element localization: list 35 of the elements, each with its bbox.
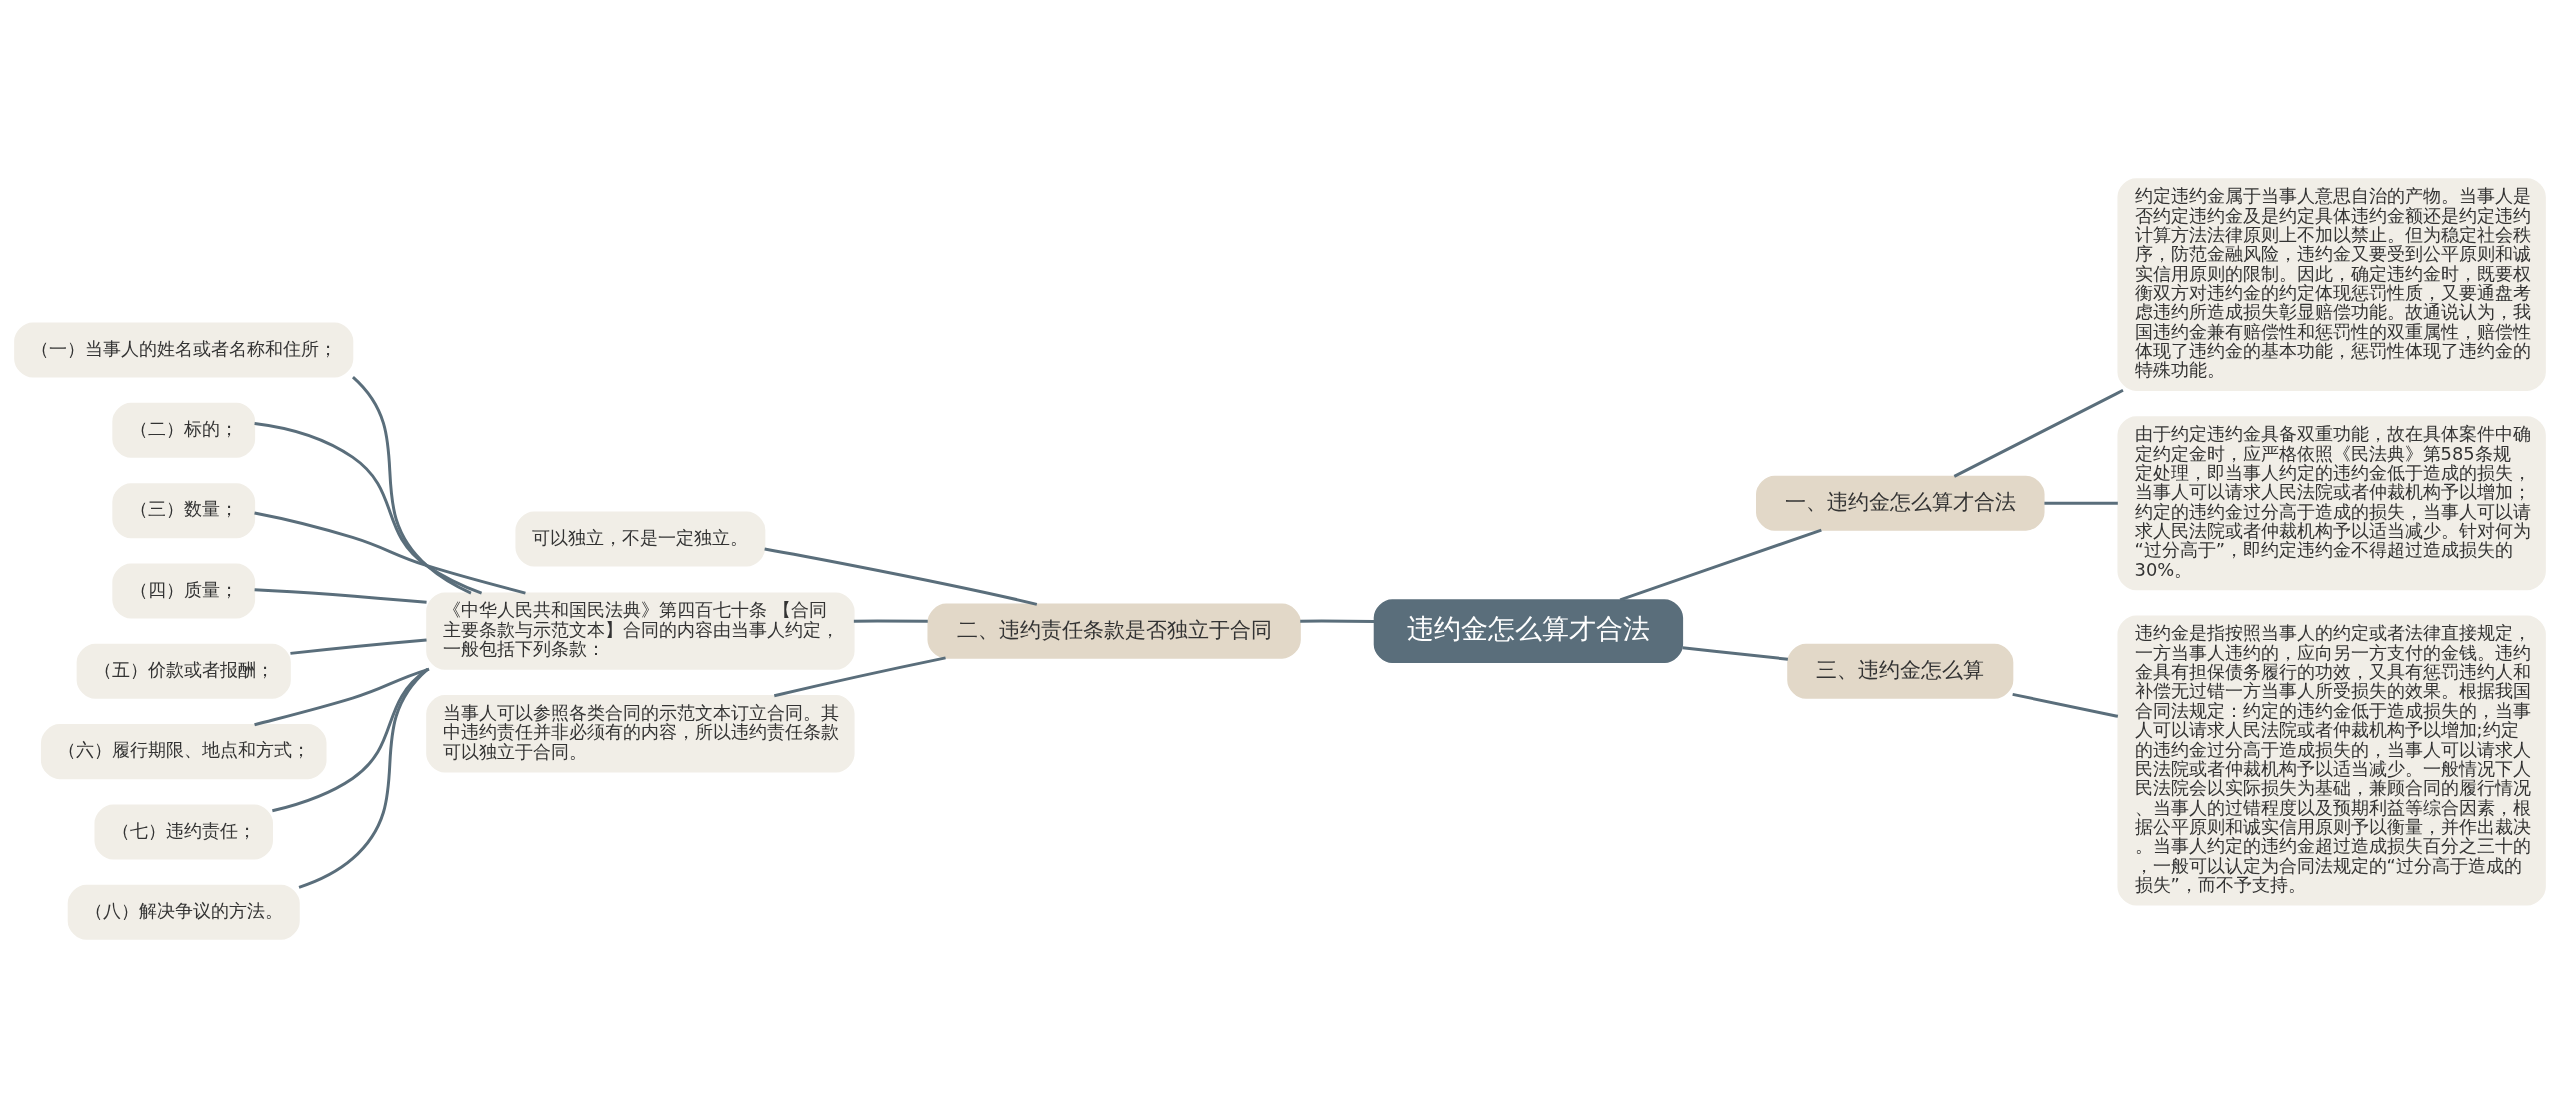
node-box: 违约金怎么算才合法 bbox=[1373, 598, 1684, 663]
connector bbox=[298, 667, 429, 889]
connector bbox=[773, 655, 946, 697]
node-box: （二）标的； bbox=[112, 402, 256, 458]
node-box: 当事人可以参照各类合同的示范文本订立合同。其中违约责任并非必须有的内容，所以违约责任条款可以独立于合同。 bbox=[426, 694, 855, 772]
connector bbox=[254, 587, 427, 604]
connector bbox=[2012, 692, 2119, 718]
connector bbox=[351, 375, 472, 594]
node-box: （一）当事人的姓名或者名称和住所； bbox=[14, 322, 354, 378]
connector bbox=[290, 637, 427, 655]
connector bbox=[272, 667, 429, 812]
node-box: （四）质量； bbox=[112, 562, 256, 618]
node-box: 一、违约金怎么算才合法 bbox=[1756, 475, 2045, 531]
node-box: （七）违约责任； bbox=[94, 803, 273, 859]
connector bbox=[1682, 645, 1789, 661]
node-box: 二、违约责任条款是否独立于合同 bbox=[927, 603, 1301, 659]
connector bbox=[1300, 619, 1375, 623]
node-box: 违约金是指按照当事人的约定或者法律直接规定，一方当事人违约的，应向另一方支付的金钱。违约金具有担保债务履行的功效，又具有惩罚违约人和补偿无过错一方当事人所受损失的效果。根据我国合同法规定：约定的违约金低于造成损失的，当事人可以请求人民法院或者仲裁机构予以增加;约定的违约金过分高于造成损失的，当事人可以请求人民法院或者仲裁机构予以适当减少。一般情况下人民法院会以实际损失为基础，兼顾合同的履行情况、当事人的过错程度以及预期利益等综合因素，根据公平原则和诚实信用原则予以衡量，并作出裁决。当事人约定的违约金超过造成损失百分之三十的，一般可以认定为合同法规定的“过分高于造成的损失”，而不予支持。 bbox=[2117, 615, 2546, 906]
connector bbox=[254, 667, 430, 726]
node-box: 可以独立，不是一定独立。 bbox=[515, 510, 766, 566]
connector bbox=[853, 619, 928, 623]
connector bbox=[1953, 388, 2124, 478]
connector bbox=[2044, 501, 2118, 505]
connector bbox=[1619, 528, 1822, 601]
node-box: （八）解决争议的方法。 bbox=[67, 884, 300, 940]
connector bbox=[764, 546, 1038, 606]
connector bbox=[254, 510, 526, 595]
node-box: （六）履行期限、地点和方式； bbox=[40, 723, 327, 779]
node-box: 由于约定违约金具备双重功能，故在具体案件中确定约定金时，应严格依照《民法典》第585条规定处理，即当事人约定的违约金低于造成的损失，当事人可以请求人民法院或者仲裁机构予以增加；约定的违约金过分高于造成的损失，当事人可以请求人民法院或者仲裁机构予以适当减少。针对何为“过分高于”，即约定违约金不得超过造成损失的30%。 bbox=[2117, 415, 2546, 590]
node-box: 《中华人民共和国民法典》第四百七十条 【合同主要条款与示范文本】合同的内容由当事人约定，一般包括下列条款： bbox=[426, 591, 855, 670]
node-box: （五）价款或者报酬； bbox=[76, 643, 291, 699]
node-box: 三、违约金怎么算 bbox=[1787, 643, 2014, 699]
connector bbox=[254, 421, 483, 595]
node-box: （三）数量； bbox=[112, 482, 256, 538]
node-box: 约定违约金属于当事人意思自治的产物。当事人是否约定违约金及是约定具体违约金额还是约定违约计算方法法律原则上不加以禁止。但为稳定社会秩序，防范金融风险，违约金又要受到公平原则和诚实信用原则的限制。因此，确定违约金时，既要权衡双方对违约金的约定体现惩罚性质，又要通盘考虑违约所造成损失彰显赔偿功能。故通说认为，我国违约金兼有赔偿性和惩罚性的双重属性，赔偿性体现了违约金的基本功能，惩罚性体现了违约金的特殊功能。 bbox=[2117, 177, 2546, 391]
